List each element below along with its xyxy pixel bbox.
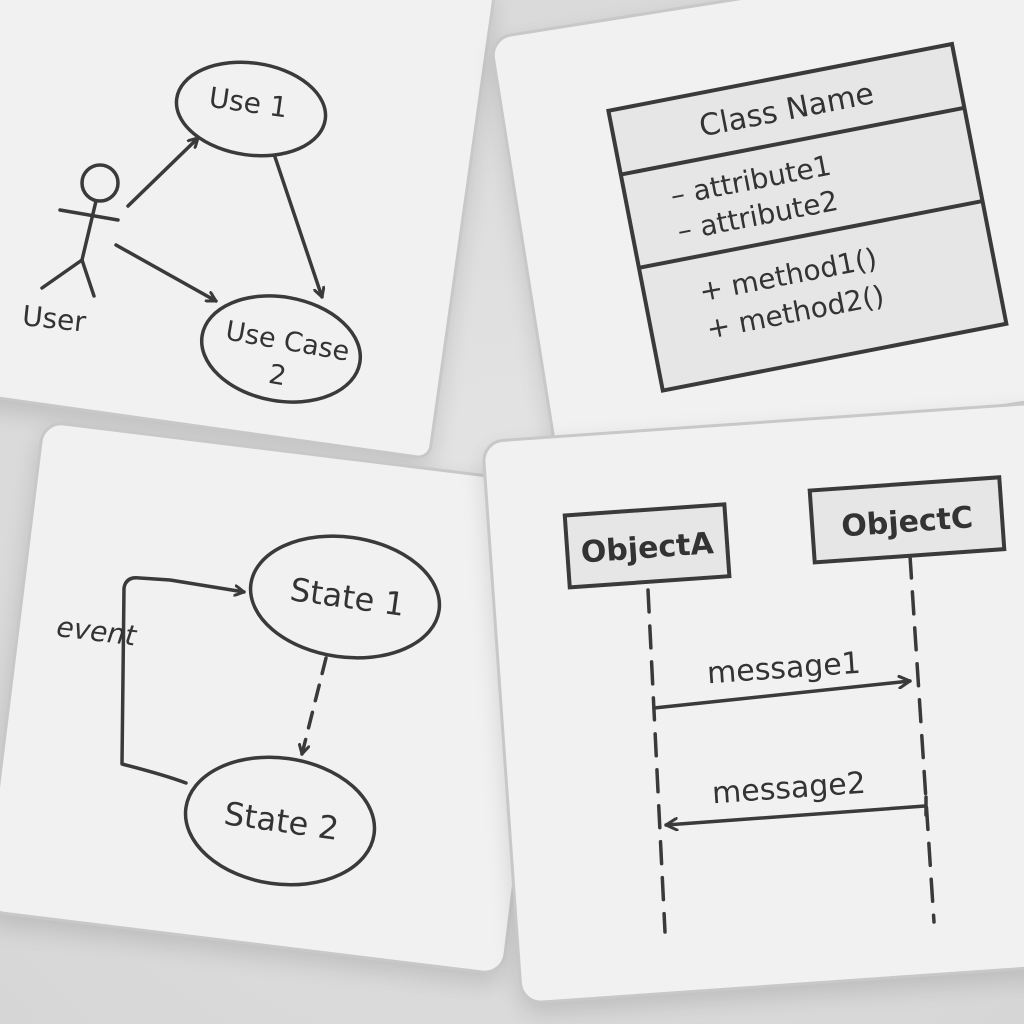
use-case-1: [174, 60, 328, 158]
actor-label: User: [21, 299, 88, 339]
use-case-2: [199, 294, 363, 404]
event-transition-arrow: [120, 575, 246, 785]
message-2-label: message2: [711, 766, 867, 812]
lifeline-object-c: [908, 554, 936, 924]
association-arrow: [126, 136, 200, 208]
object-a: ObjectA: [562, 502, 732, 590]
object-c: ObjectC: [807, 475, 1007, 565]
association-arrow: [114, 243, 218, 303]
user-actor-icon: [40, 163, 120, 298]
state-2: [183, 755, 377, 887]
message-1-arrow: [652, 681, 912, 710]
state-1: [248, 534, 442, 660]
transition-arrow: [302, 656, 328, 756]
message-1-label: message1: [706, 646, 862, 692]
class-box: Class Name – attribute1 – attribute2 + m…: [606, 41, 1009, 393]
lifeline-object-a: [646, 588, 667, 934]
use-case-2-label-line2: 2: [266, 359, 288, 393]
message-2-arrow: [664, 804, 927, 825]
include-arrow: [273, 155, 322, 299]
